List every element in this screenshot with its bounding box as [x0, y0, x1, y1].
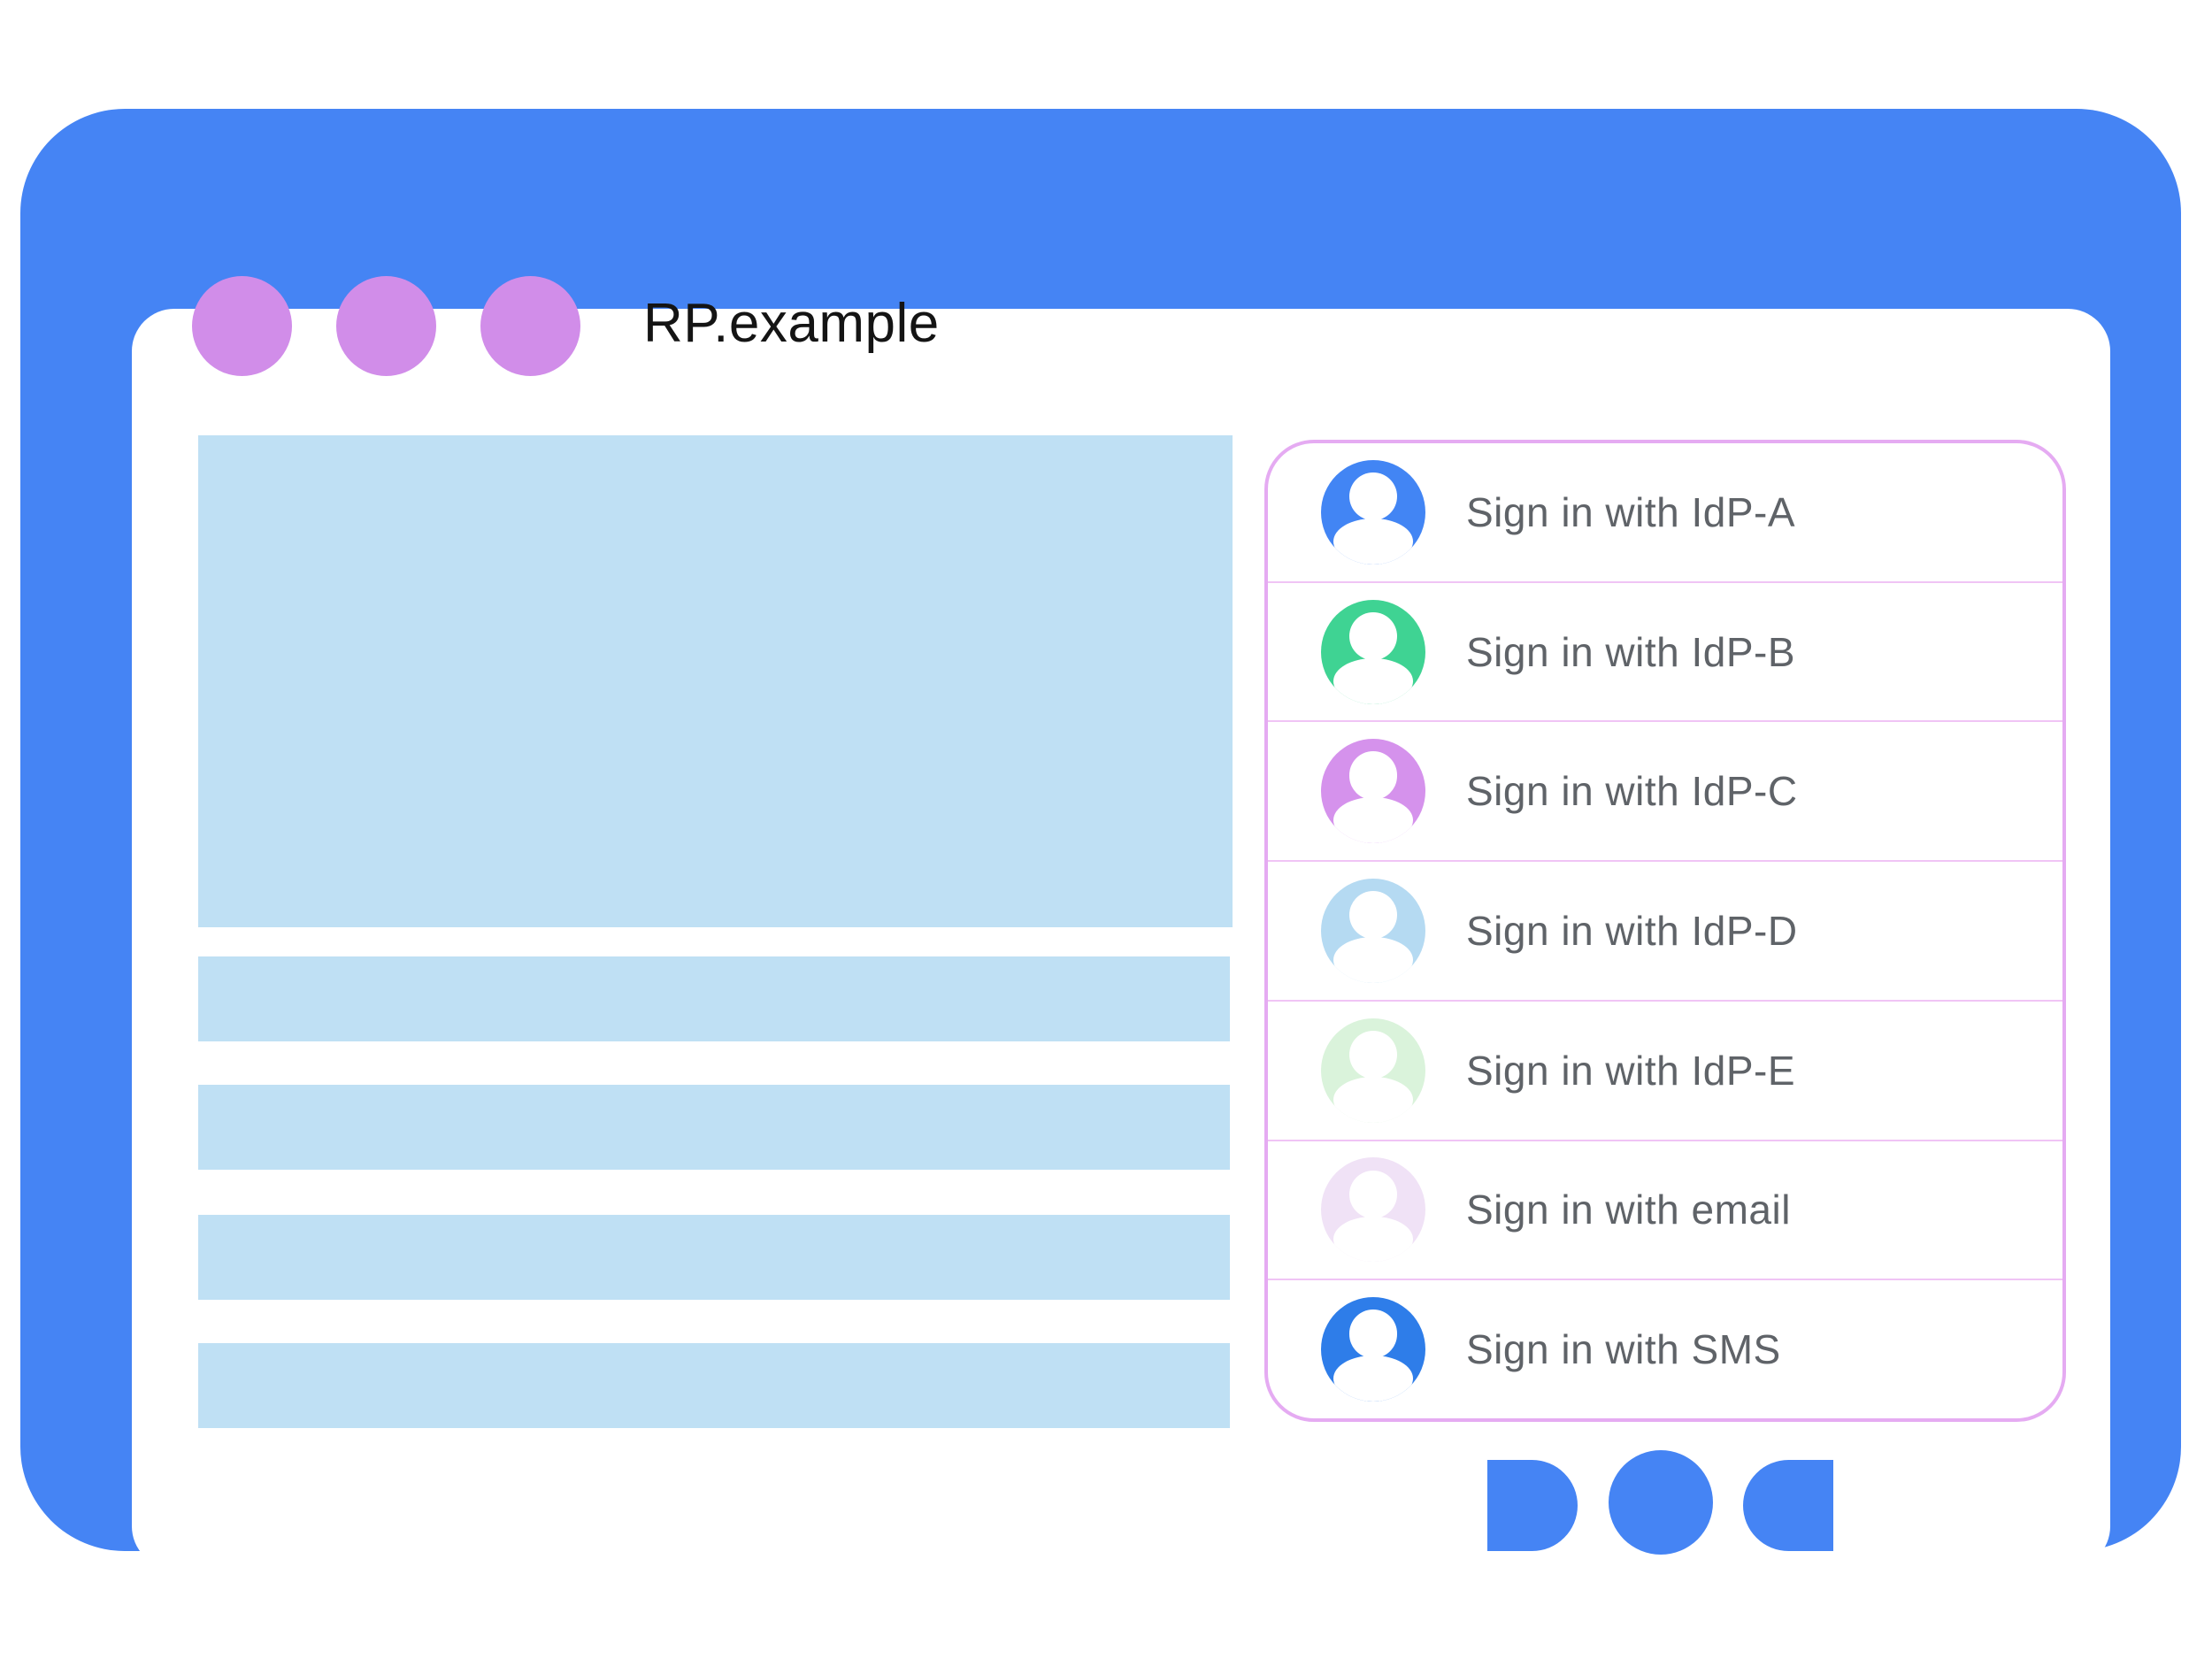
signin-option-label: Sign in with IdP-D [1466, 908, 1798, 955]
window-control-dot [192, 276, 292, 376]
person-avatar-icon [1321, 1018, 1425, 1123]
signin-option-label: Sign in with IdP-B [1466, 628, 1796, 675]
signin-option-label: Sign in with email [1466, 1187, 1791, 1233]
frame-bottom-right-cap [1743, 1460, 1833, 1551]
signin-option-idp-a[interactable]: Sign in with IdP-A [1268, 443, 2062, 583]
person-avatar-icon [1321, 599, 1425, 704]
content-placeholder-line [198, 1343, 1230, 1428]
content-placeholder-line [198, 1215, 1230, 1300]
signin-option-email[interactable]: Sign in with email [1268, 1141, 2062, 1281]
home-button-dot [1609, 1450, 1713, 1555]
signin-chooser-panel: Sign in with IdP-A Sign in with IdP-B Si… [1264, 440, 2066, 1422]
signin-option-idp-e[interactable]: Sign in with IdP-E [1268, 1002, 2062, 1141]
signin-option-idp-d[interactable]: Sign in with IdP-D [1268, 862, 2062, 1002]
frame-bottom-left-cap [1487, 1460, 1578, 1551]
person-avatar-icon [1321, 459, 1425, 565]
signin-option-sms[interactable]: Sign in with SMS [1268, 1280, 2062, 1418]
signin-option-label: Sign in with SMS [1466, 1326, 1781, 1373]
window-control-dot [336, 276, 436, 376]
window-control-dot [480, 276, 580, 376]
signin-option-label: Sign in with IdP-C [1466, 768, 1798, 815]
content-placeholder-line [198, 1085, 1230, 1170]
content-placeholder-line [198, 956, 1230, 1041]
content-placeholder-hero [198, 435, 1233, 927]
person-avatar-icon [1321, 879, 1425, 984]
signin-option-idp-b[interactable]: Sign in with IdP-B [1268, 583, 2062, 723]
site-url-title: RP.example [643, 293, 940, 354]
signin-option-idp-c[interactable]: Sign in with IdP-C [1268, 722, 2062, 863]
signin-option-label: Sign in with IdP-A [1466, 488, 1796, 535]
person-avatar-icon [1321, 1157, 1425, 1263]
signin-option-label: Sign in with IdP-E [1466, 1047, 1796, 1094]
person-avatar-icon [1321, 1297, 1425, 1402]
person-avatar-icon [1321, 739, 1425, 844]
